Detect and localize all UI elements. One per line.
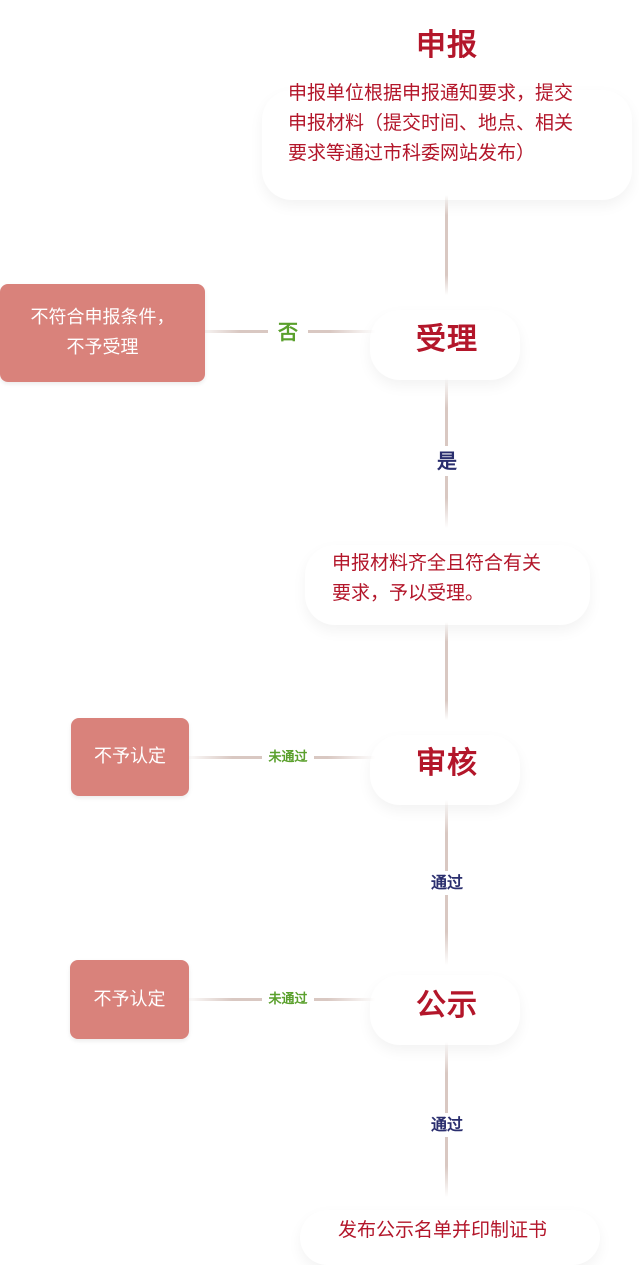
review-title: 审核 [416, 746, 478, 781]
reject-accept-line-2: 不予受理 [66, 337, 139, 358]
review-pass-label: 通过 [407, 871, 487, 895]
publicity-title: 公示 [416, 988, 478, 1023]
publicity-reject-text: 不予认定 [93, 988, 166, 1010]
apply-description: 申报单位根据申报通知要求，提交 申报材料（提交时间、地点、相关 要求等通过市科委… [288, 78, 628, 168]
apply-desc-line-3: 要求等通过市科委网站发布） [288, 142, 536, 164]
review-reject-text: 不予认定 [94, 746, 166, 767]
publicity-fail-label: 未通过 [262, 991, 314, 1009]
review-fail-label: 未通过 [262, 749, 314, 767]
reject-box-publicity: 不予认定 [70, 960, 189, 1039]
accept-desc-line-2: 要求，予以受理。 [332, 582, 485, 604]
accept-title: 受理 [416, 322, 478, 357]
accept-yes-label: 是 [407, 446, 487, 476]
connector-accept-review [445, 622, 448, 720]
accept-no-label: 否 [268, 317, 308, 347]
reject-accept-line-1: 不符合申报条件， [30, 307, 175, 328]
apply-title: 申报 [416, 28, 478, 63]
publicity-pass-label: 通过 [407, 1113, 487, 1137]
apply-desc-line-2: 申报材料（提交时间、地点、相关 [288, 112, 574, 134]
final-step-text: 发布公示名单并印制证书 [338, 1219, 548, 1241]
apply-desc-line-1: 申报单位根据申报通知要求，提交 [288, 82, 574, 104]
accept-pass-description: 申报材料齐全且符合有关 要求，予以受理。 [332, 548, 592, 608]
reject-box-accept: 不符合申报条件， 不予受理 [0, 284, 205, 382]
accept-desc-line-1: 申报材料齐全且符合有关 [332, 552, 542, 574]
connector-apply-accept [445, 195, 448, 295]
reject-box-review: 不予认定 [71, 718, 189, 796]
